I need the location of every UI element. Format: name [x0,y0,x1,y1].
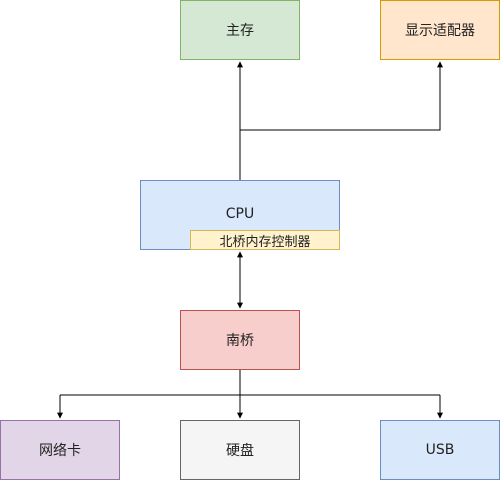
node-hard-disk-label: 硬盘 [226,443,254,459]
node-hard-disk: 硬盘 [180,420,300,480]
edge-cpu-to-display-adapter [240,61,443,131]
node-display-adapter: 显示适配器 [380,0,500,60]
edge-southbridge-trunk [60,370,440,396]
node-usb-label: USB [425,442,455,458]
node-northbridge-label: 北桥内存控制器 [219,234,311,250]
node-network-card-label: 网络卡 [39,443,81,459]
node-network-card: 网络卡 [0,420,120,480]
node-southbridge: 南桥 [180,310,300,370]
node-cpu-label: CPU [225,206,255,222]
node-usb: USB [380,420,500,480]
node-display-adapter-label: 显示适配器 [405,23,475,39]
node-northbridge-memory-controller: 北桥内存控制器 [190,230,340,250]
node-southbridge-label: 南桥 [226,333,254,349]
node-main-memory: 主存 [180,0,300,60]
node-main-memory-label: 主存 [226,23,254,39]
